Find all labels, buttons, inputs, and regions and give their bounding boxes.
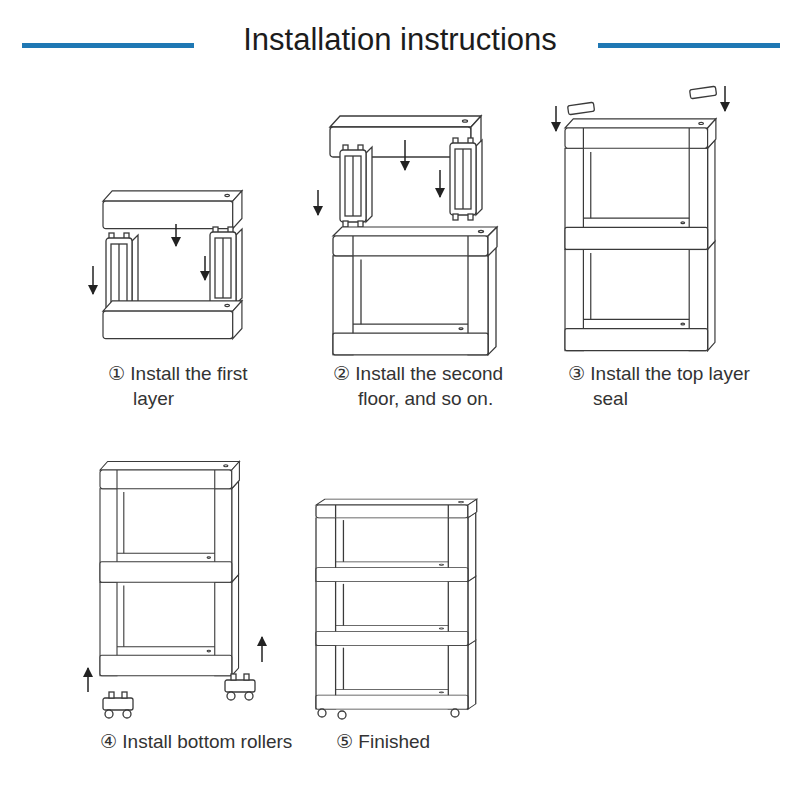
- arrow: [93, 224, 205, 294]
- title-bar: [598, 43, 780, 48]
- shelf-unit: [333, 227, 497, 355]
- step-one-drawing: [93, 191, 242, 339]
- arrow: [88, 637, 262, 692]
- step-two-drawing: [318, 116, 497, 355]
- shelf-board: [103, 191, 242, 229]
- side-frame: [450, 138, 482, 220]
- side-frame: [340, 145, 372, 227]
- step-four-drawing: [88, 462, 262, 719]
- shelf-unit: [316, 499, 477, 709]
- wheel: [318, 709, 459, 719]
- seal-cap: [568, 86, 717, 115]
- shelf-unit: [565, 119, 716, 351]
- page-title: Installation instructions: [0, 22, 800, 58]
- step-caption: ④ Install bottom rollers: [100, 730, 295, 755]
- shelf-board: [103, 301, 242, 339]
- roller: [225, 674, 255, 700]
- step-caption: ⑤ Finished: [336, 730, 521, 755]
- arrow: [556, 86, 725, 131]
- step-caption: ③ Install the top layer seal: [568, 362, 763, 411]
- arrow: [318, 140, 440, 215]
- step-three-drawing: [556, 86, 725, 351]
- roller: [103, 692, 133, 718]
- title-bar: [22, 43, 194, 48]
- step-five-drawing: [316, 499, 477, 719]
- step-caption: ① Install the first layer: [108, 362, 283, 411]
- step-caption: ② Install the second floor, and so on.: [333, 362, 516, 411]
- shelf-unit: [100, 462, 239, 676]
- side-frame: [210, 227, 242, 309]
